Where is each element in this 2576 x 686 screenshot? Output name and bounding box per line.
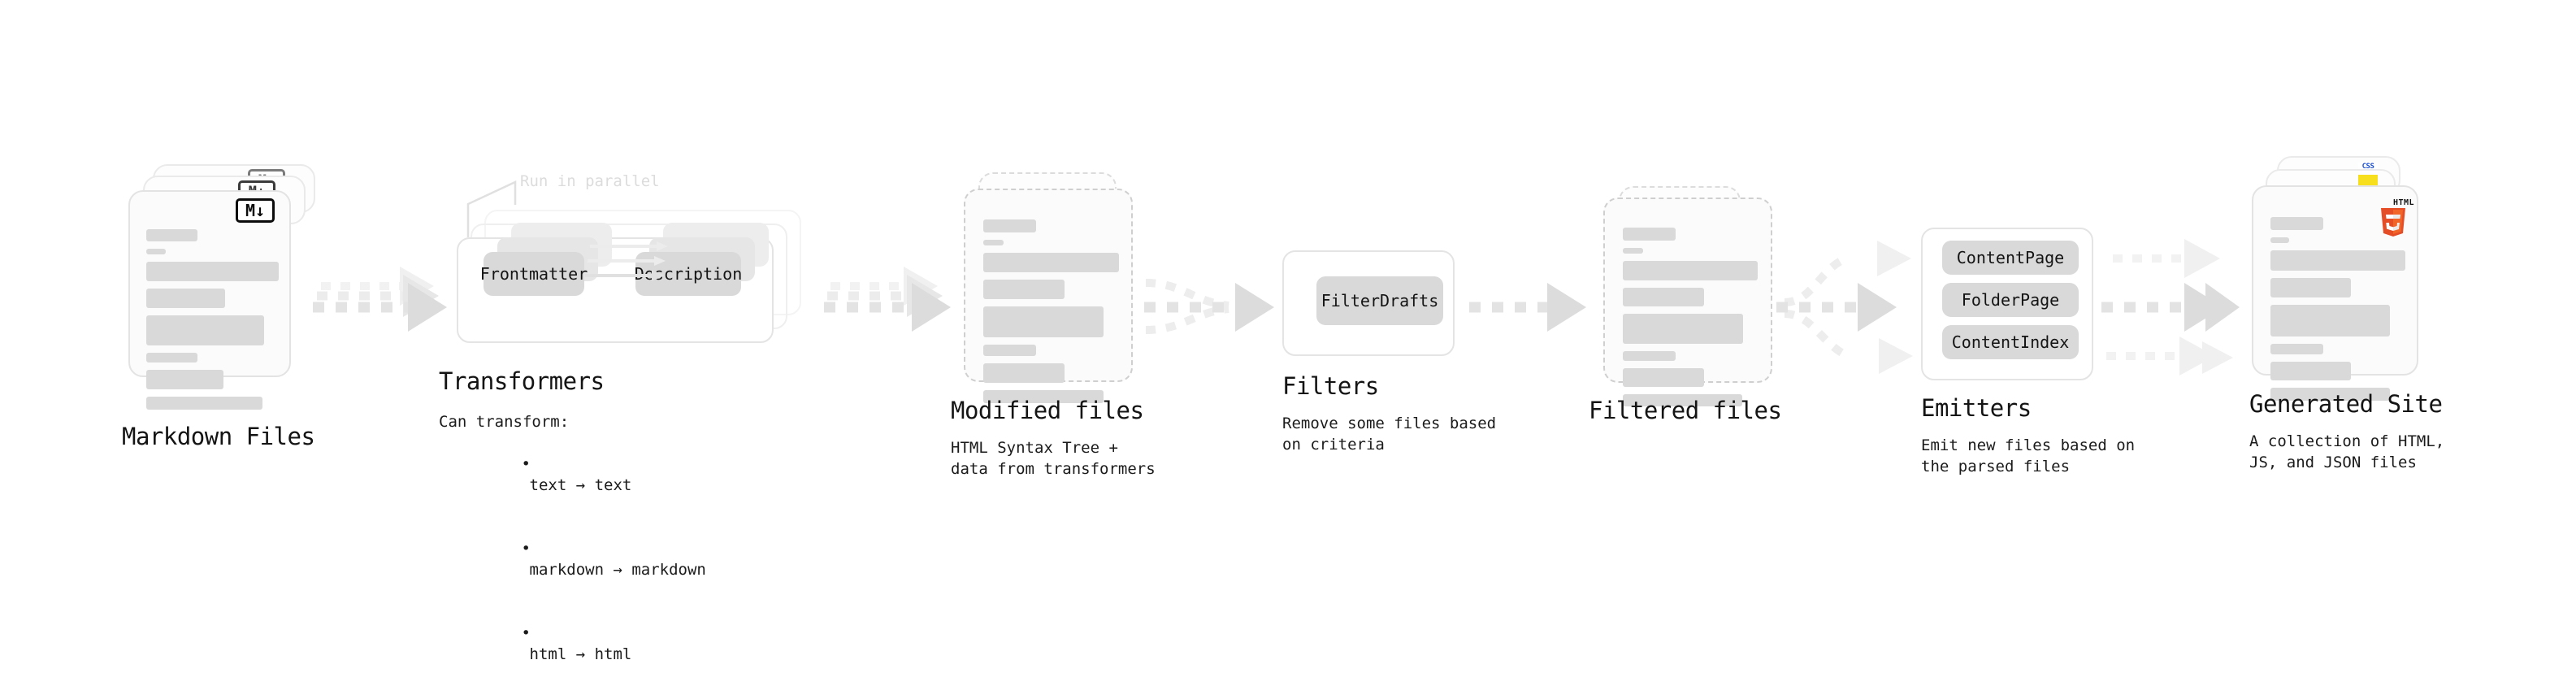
- list-item: • html → html: [447, 601, 706, 686]
- transformers-subtitle: Can transform:: [439, 413, 570, 431]
- stage-modified-files: Modified files HTML Syntax Tree + data f…: [951, 163, 1227, 488]
- bullet-glyph: •: [521, 455, 531, 473]
- modified-files-subtitle: HTML Syntax Tree + data from transformer…: [951, 439, 1156, 478]
- stage-title-generated-site: Generated Site: [2249, 390, 2443, 418]
- content-bar: [2270, 362, 2351, 380]
- stage-title-transformers: Transformers: [439, 367, 605, 395]
- content-bar: [2270, 305, 2390, 336]
- content-bar: [1623, 261, 1758, 280]
- content-bar: [1623, 248, 1643, 254]
- generated-file-content-bars: [2270, 217, 2409, 408]
- content-bar: [146, 289, 225, 308]
- content-bar: [146, 315, 264, 345]
- content-bar: [983, 390, 1104, 403]
- list-item-label: text → text: [529, 476, 632, 494]
- content-bar: [146, 262, 279, 281]
- filter-chip-filterdrafts[interactable]: FilterDrafts: [1316, 276, 1443, 325]
- content-bar: [1623, 368, 1704, 387]
- content-bar: [1623, 351, 1676, 361]
- stage-title-modified-files: Modified files: [951, 397, 1144, 424]
- content-bar: [146, 370, 223, 389]
- stage-title-filters: Filters: [1282, 372, 1379, 400]
- list-item: • text → text: [447, 432, 706, 517]
- modified-file-content-bars: [983, 219, 1121, 410]
- stage-filtered-files: Filtered files: [1589, 183, 1849, 484]
- bullet-glyph: •: [521, 624, 531, 642]
- stage-markdown-files: M↓ M↓ M↓ Markdown Files: [122, 163, 382, 463]
- emitter-chip-contentpage[interactable]: ContentPage: [1942, 241, 2079, 275]
- content-bar: [2270, 344, 2323, 354]
- markdown-file-content-bars: [146, 229, 279, 417]
- generated-site-subtitle: A collection of HTML, JS, and JSON files: [2249, 432, 2445, 471]
- content-bar: [983, 253, 1119, 272]
- transformer-chip-description[interactable]: Description: [635, 252, 742, 296]
- list-item-label: html → html: [529, 645, 632, 663]
- content-bar: [146, 353, 197, 363]
- stage-generated-site: CSS HTML Generated Site A collection of …: [2235, 154, 2560, 496]
- content-bar: [983, 219, 1036, 232]
- run-in-parallel-label: Run in parallel: [520, 172, 660, 190]
- content-bar: [146, 229, 197, 241]
- content-bar: [146, 397, 262, 410]
- content-bar: [983, 306, 1104, 337]
- transformer-chip-frontmatter[interactable]: Frontmatter: [480, 252, 588, 296]
- content-bar: [2270, 388, 2390, 401]
- content-bar: [983, 345, 1036, 356]
- content-bar: [1623, 288, 1704, 306]
- content-bar: [983, 240, 1004, 245]
- content-bar: [2270, 250, 2405, 271]
- emitter-chip-contentindex[interactable]: ContentIndex: [1942, 325, 2079, 359]
- content-bar: [2270, 237, 2289, 243]
- stage-emitters: ContentPage FolderPage ContentIndex Emit…: [1910, 219, 2218, 475]
- stage-title-filtered-files: Filtered files: [1589, 397, 1782, 424]
- transformers-bullet-list: • text → text • markdown → markdown • ht…: [447, 432, 706, 686]
- content-bar: [1623, 314, 1743, 344]
- content-bar: [983, 280, 1065, 299]
- markdown-icon: M↓: [236, 198, 275, 223]
- list-item-label: markdown → markdown: [529, 561, 706, 579]
- filtered-file-content-bars: [1623, 228, 1761, 414]
- emitters-subtitle: Emit new files based on the parsed files: [1921, 436, 2136, 475]
- content-bar: [1623, 228, 1676, 241]
- bullet-glyph: •: [521, 540, 531, 558]
- stage-title-markdown-files: Markdown Files: [122, 423, 315, 450]
- content-bar: [2270, 217, 2323, 230]
- content-bar: [2270, 278, 2351, 297]
- list-item: • markdown → markdown: [447, 517, 706, 601]
- js-icon: [2358, 175, 2378, 188]
- content-bar: [983, 363, 1065, 383]
- stage-filters: FilterDrafts Filters Remove some files b…: [1276, 236, 1568, 480]
- filters-subtitle: Remove some files based on criteria: [1282, 415, 1497, 454]
- emitter-chip-folderpage[interactable]: FolderPage: [1942, 283, 2079, 317]
- stage-transformers: Run in parallel Frontmatter Description …: [439, 172, 861, 663]
- content-bar: [146, 249, 166, 254]
- content-bar: [1623, 394, 1742, 406]
- stage-title-emitters: Emitters: [1921, 394, 2032, 422]
